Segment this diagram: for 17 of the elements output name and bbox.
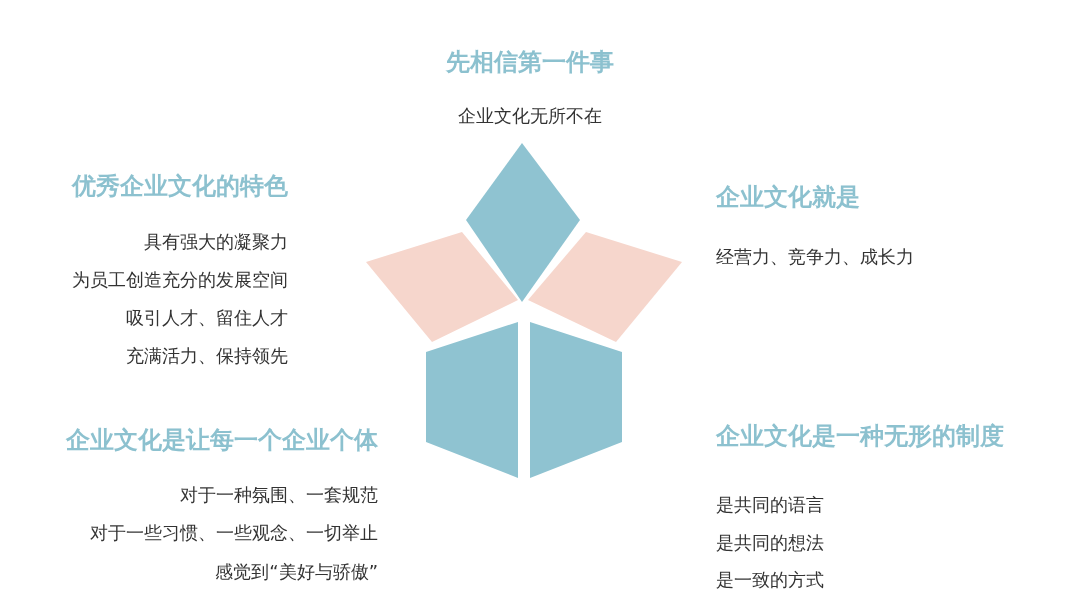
section-heading: 优秀企业文化的特色 [72,171,288,202]
section-heading: 企业文化是让每一个企业个体 [66,425,378,456]
text-line: 是一致的方式 [716,568,824,592]
text-line: 为员工创造充分的发展空间 [72,268,288,292]
text-line: 充满活力、保持领先 [126,344,288,368]
text-line: 是共同的想法 [716,531,824,555]
section-heading: 企业文化是一种无形的制度 [716,421,1004,452]
text-line: 对于一些习惯、一些观念、一切举止 [90,521,378,545]
text-line: 是共同的语言 [716,493,824,517]
text-line: 具有强大的凝聚力 [144,230,288,254]
text-line: 经营力、竞争力、成长力 [716,245,914,269]
text-line: 企业文化无所不在 [458,104,602,128]
text-line: 感觉到“美好与骄傲” [215,560,378,584]
section-heading: 企业文化就是 [716,182,860,213]
text-line: 对于一种氛围、一套规范 [180,483,378,507]
text-line: 吸引人才、留住人才 [126,306,288,330]
section-heading: 先相信第一件事 [446,47,614,78]
